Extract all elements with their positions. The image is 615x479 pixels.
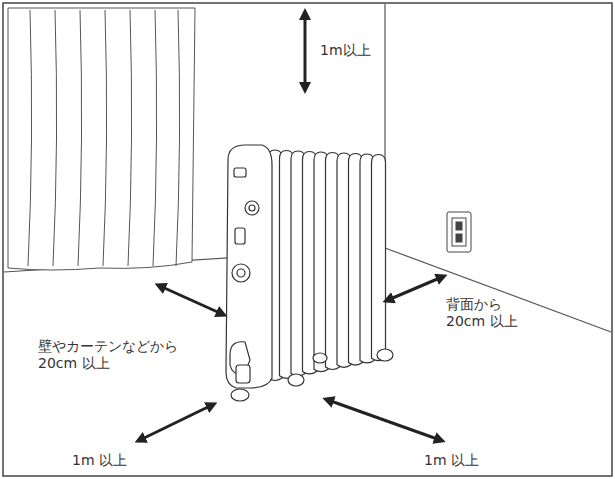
clearance-label: 1m 以上: [72, 452, 152, 469]
clearance-label: 1m以上: [320, 42, 400, 59]
clearance-label: 壁やカーテンなどから 20cm 以上: [38, 338, 198, 372]
clearance-label: 1m 以上: [424, 452, 504, 469]
clearance-label: 背面から 20cm 以上: [446, 296, 526, 330]
curtain: [8, 8, 195, 270]
wall-outlet: [447, 212, 471, 252]
frame: [3, 3, 612, 476]
clearance-arrows: [140, 14, 442, 440]
oil-heater: [226, 145, 393, 401]
